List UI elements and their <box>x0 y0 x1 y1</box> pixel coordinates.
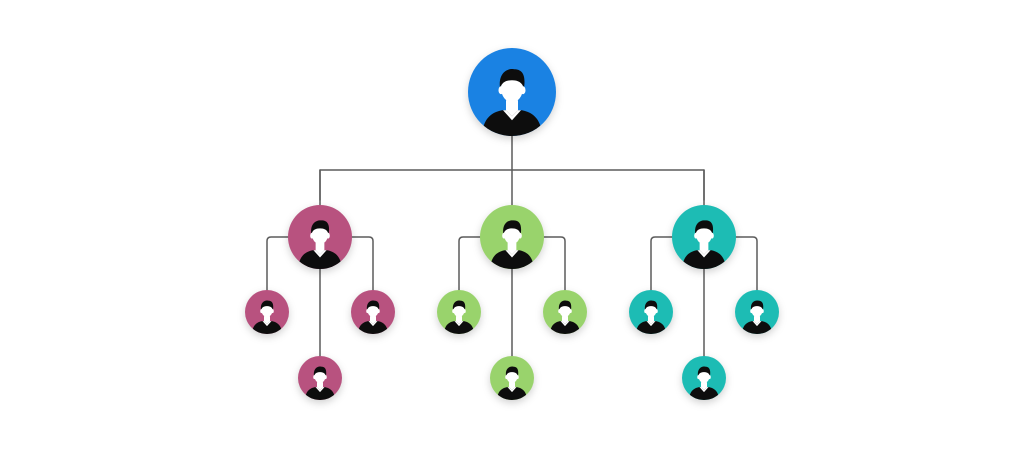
connector-lead-to-side <box>458 236 483 291</box>
connector-lead-to-side <box>650 236 675 291</box>
org-node-green-lead <box>480 205 544 269</box>
person-avatar-icon <box>742 300 772 334</box>
person-avatar-icon <box>497 366 527 400</box>
org-node-green-left <box>437 290 481 334</box>
org-node-teal-left <box>629 290 673 334</box>
person-avatar-icon <box>636 300 666 334</box>
org-node-pink-lead <box>288 205 352 269</box>
connector-lead-to-side <box>266 236 291 291</box>
org-node-pink-right <box>351 290 395 334</box>
org-node-teal-bottom <box>682 356 726 400</box>
person-avatar-icon <box>298 220 342 269</box>
person-avatar-icon <box>689 366 719 400</box>
connector-lead-to-side <box>733 236 758 291</box>
person-avatar-icon <box>550 300 580 334</box>
org-node-green-right <box>543 290 587 334</box>
org-node-teal-lead <box>672 205 736 269</box>
person-avatar-icon <box>490 220 534 269</box>
org-node-green-bottom <box>490 356 534 400</box>
org-node-teal-right <box>735 290 779 334</box>
org-node-pink-left <box>245 290 289 334</box>
person-avatar-icon <box>358 300 388 334</box>
connector-lead-to-side <box>349 236 374 291</box>
connector-lead-to-side <box>541 236 566 291</box>
person-avatar-icon <box>305 366 335 400</box>
person-avatar-icon <box>444 300 474 334</box>
person-avatar-icon <box>482 69 542 136</box>
org-node-pink-bottom <box>298 356 342 400</box>
person-avatar-icon <box>682 220 726 269</box>
person-avatar-icon <box>252 300 282 334</box>
org-node-root <box>468 48 556 136</box>
org-nodes <box>245 48 779 400</box>
connector-lines <box>266 135 758 357</box>
